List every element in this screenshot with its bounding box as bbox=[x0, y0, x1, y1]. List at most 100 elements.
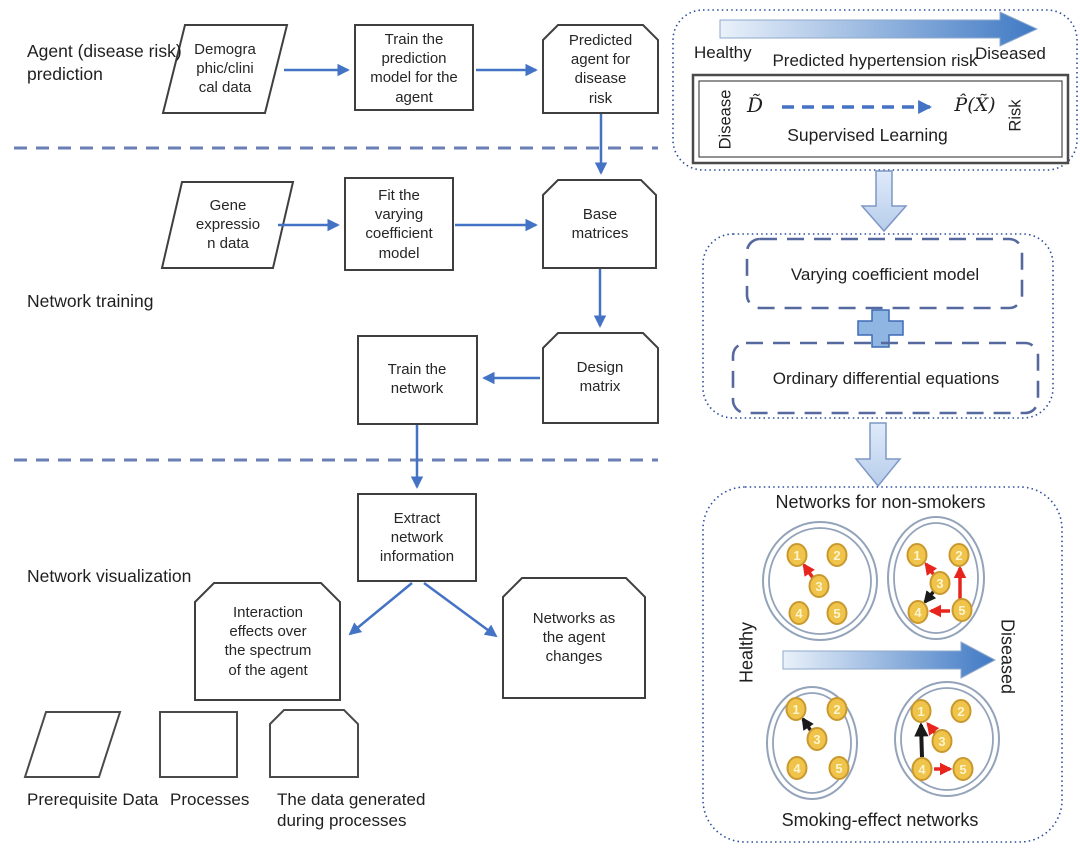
legend-chamfered-shape bbox=[269, 709, 359, 778]
train-prediction-model-label: Train the prediction model for the agent bbox=[370, 31, 458, 106]
disease-axis-label: Disease bbox=[716, 89, 735, 150]
gene-nodes-panel-3: 1 2 3 4 5 bbox=[785, 697, 850, 780]
design-matrix-shape bbox=[542, 332, 659, 424]
ode-label: Ordinary differential equations bbox=[772, 369, 1000, 388]
legend-prerequisite-data-label: Prerequisite Data bbox=[27, 790, 159, 809]
gene-node bbox=[785, 697, 807, 721]
gene-node bbox=[911, 757, 933, 781]
varying-coefficient-dashed-box bbox=[745, 237, 1024, 310]
node-label: 5 bbox=[958, 603, 965, 618]
supervised-box-inner bbox=[698, 80, 1063, 158]
red-edge-3-1 bbox=[926, 722, 940, 736]
gene-node bbox=[786, 756, 808, 780]
gene-expression-parallelogram bbox=[160, 181, 295, 269]
design-matrix-label: Design matrix bbox=[576, 359, 624, 396]
demographic-data-parallelogram bbox=[161, 24, 289, 114]
networks-gradient-arrow bbox=[782, 641, 997, 679]
networks-healthy-label: Healthy bbox=[736, 622, 757, 684]
train-network-box bbox=[357, 335, 478, 425]
block-arrow-down-1 bbox=[860, 170, 908, 233]
fit-varying-coefficient-box bbox=[344, 177, 454, 271]
node-label: 1 bbox=[792, 702, 799, 717]
demographic-data-label: Demogra phic/clini cal data bbox=[194, 41, 256, 97]
networks-panel-dotted-border bbox=[702, 486, 1063, 843]
interaction-effects-shape bbox=[194, 582, 341, 701]
gene-node bbox=[808, 574, 830, 598]
gene-nodes-panel-2: 1 2 3 4 5 bbox=[906, 543, 973, 624]
gene-node bbox=[950, 699, 972, 723]
gene-node bbox=[931, 729, 953, 753]
train-network-label: Train the network bbox=[387, 361, 447, 398]
extract-network-info-box bbox=[357, 493, 477, 582]
node-label: 5 bbox=[833, 606, 840, 621]
ellipse-nonsmoker-healthy-inner bbox=[768, 527, 872, 635]
arrow-extract-to-interaction bbox=[348, 582, 413, 636]
interaction-effects-label: Interaction effects over the spectrum of… bbox=[224, 604, 312, 679]
networks-diseased-label: Diseased bbox=[997, 618, 1018, 695]
gene-node bbox=[826, 601, 848, 625]
base-matrices-shape bbox=[542, 179, 657, 269]
node-label: 3 bbox=[938, 734, 945, 749]
plus-sign-shape bbox=[857, 309, 904, 348]
gene-node bbox=[788, 601, 810, 625]
node-label: 1 bbox=[793, 548, 800, 563]
gene-node bbox=[948, 543, 970, 567]
gene-node bbox=[910, 699, 932, 723]
gene-node bbox=[952, 757, 974, 781]
node-label: 5 bbox=[959, 762, 966, 777]
p-hat-x-symbol: P̂(X̃) bbox=[954, 94, 996, 116]
ellipse-smoking-diseased-inner bbox=[900, 687, 994, 791]
node-label: 1 bbox=[913, 548, 920, 563]
black-edge-3-1 bbox=[801, 716, 814, 732]
node-label: 2 bbox=[833, 548, 840, 563]
risk-panel-axis-title: Predicted hypertension risk bbox=[772, 51, 978, 70]
arrow-extract-to-networks bbox=[423, 581, 498, 638]
extract-network-info-label: Extract network information bbox=[379, 510, 455, 566]
d-tilde-symbol: D̃ bbox=[746, 93, 764, 117]
base-matrices-label: Base matrices bbox=[571, 206, 629, 243]
section-label-network-training: Network training bbox=[27, 291, 154, 311]
gene-nodes-panel-4: 1 2 3 4 5 bbox=[910, 699, 974, 781]
predicted-agent-shape bbox=[542, 24, 659, 114]
node-label: 1 bbox=[917, 704, 924, 719]
node-label: 3 bbox=[936, 576, 943, 591]
networks-as-agent-shape bbox=[502, 577, 646, 699]
ode-dashed-box bbox=[731, 341, 1040, 415]
train-prediction-model-box bbox=[354, 24, 474, 111]
node-label: 2 bbox=[957, 704, 964, 719]
gene-node bbox=[786, 543, 808, 567]
legend-parallelogram bbox=[23, 711, 122, 778]
node-label: 4 bbox=[918, 762, 926, 777]
gene-node bbox=[828, 756, 850, 780]
node-label: 4 bbox=[795, 606, 803, 621]
section-label-network-visualization: Network visualization bbox=[27, 566, 192, 586]
node-label: 4 bbox=[793, 761, 801, 776]
networks-as-agent-label: Networks as the agent changes bbox=[532, 610, 616, 666]
gene-node bbox=[929, 571, 951, 595]
node-label: 4 bbox=[914, 605, 922, 620]
black-edge-4-1 bbox=[914, 722, 929, 758]
node-label: 2 bbox=[833, 702, 840, 717]
node-label: 3 bbox=[813, 732, 820, 747]
predicted-agent-label: Predicted agent for disease risk bbox=[568, 32, 633, 107]
varying-coefficient-model-label: Varying coefficient model bbox=[790, 265, 980, 284]
risk-panel-healthy-label: Healthy bbox=[694, 43, 752, 62]
ellipse-smoking-healthy-inner bbox=[772, 692, 852, 794]
gene-expression-label: Gene expressio n data bbox=[195, 197, 261, 253]
legend-processes-label: Processes bbox=[170, 790, 250, 809]
red-edge-3-1 bbox=[802, 562, 815, 579]
smoking-effect-networks-title: Smoking-effect networks bbox=[781, 810, 979, 830]
node-label: 3 bbox=[815, 579, 822, 594]
supervised-box-outer bbox=[691, 73, 1070, 165]
model-panel-dotted-border bbox=[702, 233, 1054, 419]
fit-varying-coefficient-label: Fit the varying coefficient model bbox=[365, 187, 433, 262]
block-arrow-down-2 bbox=[854, 422, 902, 488]
gene-node bbox=[906, 543, 928, 567]
section-label-agent-prediction: Agent (disease risk) prediction bbox=[27, 41, 182, 85]
gene-node bbox=[951, 598, 973, 622]
risk-axis-label: Risk bbox=[1006, 99, 1025, 132]
risk-gradient-arrow bbox=[719, 11, 1039, 47]
red-edge-3-1 bbox=[924, 561, 938, 577]
